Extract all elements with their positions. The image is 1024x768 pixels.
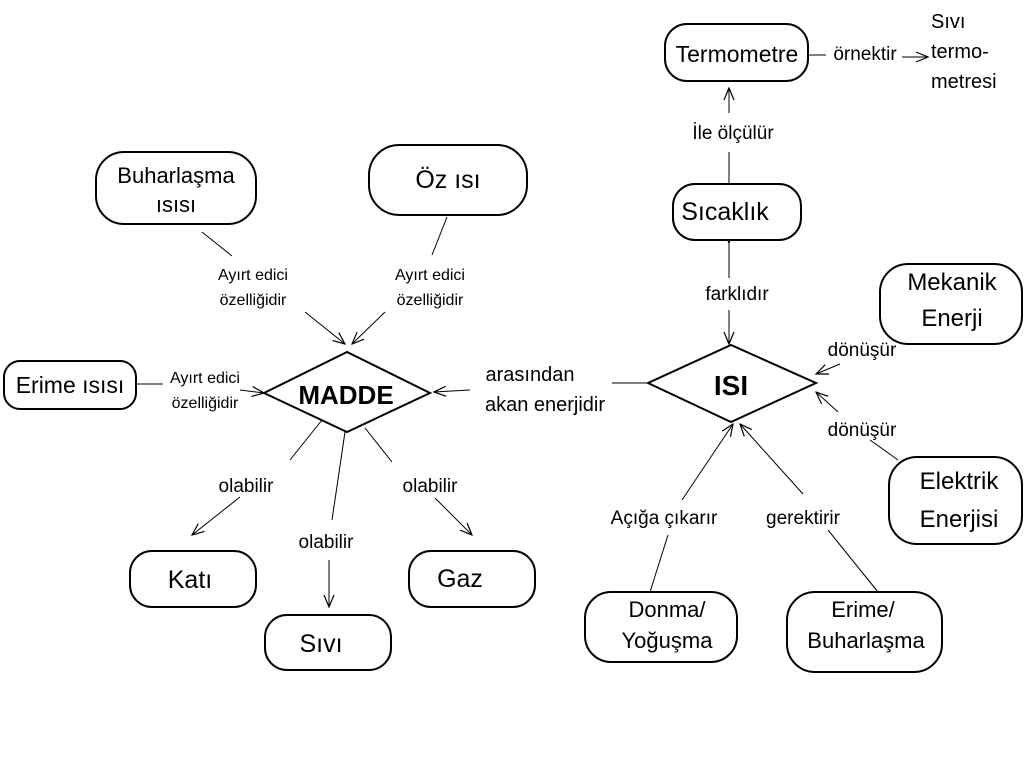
node-mekanik-line1: Mekanik (907, 269, 997, 296)
node-madde: MADDE (261, 350, 433, 434)
arrow-kati (192, 496, 241, 535)
node-gaz-label: Gaz (437, 565, 483, 593)
node-buharlasma-line1: Buharlaşma (117, 163, 235, 188)
label-olabilir-gaz: olabilir (403, 476, 459, 497)
label-ayirt-edici-2-line2: özelliğidir (397, 292, 464, 309)
label-ayirt-edici-2-line1: Ayırt edici (395, 267, 465, 284)
label-ayirt-edici-3-line1: Ayırt edici (170, 370, 240, 387)
label-donusur-1: dönüşür (828, 340, 897, 361)
label-ornektir: örnektir (833, 44, 897, 65)
node-sivi-termometresi: Sıvı termo- metresi (931, 11, 997, 93)
node-mekanik-enerji: Mekanik Enerji (879, 263, 1023, 345)
arrow-mekanik-isi (816, 363, 841, 374)
node-erime-isisi-label: Erime ısısı (16, 372, 125, 398)
node-sivi-label: Sıvı (299, 630, 342, 658)
label-ayirt-edici-1-line2: özelliğidir (220, 292, 287, 309)
connectors (135, 55, 928, 607)
arrow-erime-madde (239, 390, 264, 393)
node-kati-label: Katı (168, 566, 212, 594)
node-sicaklik: Sıcaklık (672, 183, 802, 241)
node-gaz: Gaz (408, 550, 536, 608)
node-termometre: Termometre (664, 23, 809, 82)
label-farklidir: farklıdır (705, 284, 769, 305)
arrow-elektrik-isi (816, 392, 839, 413)
node-isi: ISI (645, 343, 819, 424)
label-donusur-2: dönüşür (828, 420, 897, 441)
node-isi-label: ISI (714, 370, 748, 401)
node-termometre-label: Termometre (676, 41, 799, 67)
node-erime-buhar-line2: Buharlaşma (807, 628, 925, 653)
label-aciga-cikarir: Açığa çıkarır (611, 508, 718, 529)
label-olabilir-sivi: olabilir (299, 532, 355, 553)
arrow-erime-buhar-isi (740, 424, 804, 495)
arrow-donma-isi (681, 424, 733, 501)
connector-elektrik-top (869, 439, 899, 461)
label-arasindan-line1: arasından (486, 364, 575, 386)
arrow-isi-madde (434, 390, 471, 392)
node-oz-isi-label: Öz ısı (415, 166, 480, 194)
connector-madde-sivi (331, 431, 346, 521)
node-buharlasma-isisi: Buharlaşma ısısı (95, 151, 257, 225)
connector-donma (649, 534, 669, 593)
node-erime-isisi: Erime ısısı (3, 360, 137, 410)
node-donma-line1: Donma/ (628, 597, 706, 622)
node-donma-line2: Yoğuşma (622, 628, 714, 653)
label-gerektirir: gerektirir (766, 508, 841, 529)
label-arasindan-line2: akan enerjidir (485, 394, 605, 416)
node-mekanik-line2: Enerji (921, 305, 982, 332)
link-labels: Ayırt edici özelliğidir Ayırt edici özel… (170, 44, 897, 553)
arrow-gaz (434, 497, 472, 535)
node-sicaklik-label: Sıcaklık (681, 198, 769, 226)
node-kati: Katı (129, 550, 257, 608)
arrow-buharlasma-madde (304, 311, 345, 344)
label-ayirt-edici-3-line2: özelliğidir (172, 395, 239, 412)
label-ayirt-edici-1-line1: Ayırt edici (218, 267, 288, 284)
node-elektrik-line1: Elektrik (920, 468, 1000, 495)
connector-oz-isi-top (431, 216, 448, 256)
connector-madde-kati (289, 419, 323, 461)
node-erime-buharlasma: Erime/ Buharlaşma (786, 591, 943, 673)
node-elektrik-enerjisi: Elektrik Enerjisi (888, 456, 1023, 545)
node-buharlasma-line2: ısısı (156, 192, 196, 217)
connector-madde-gaz (364, 427, 393, 463)
node-sivi-termometresi-line3: metresi (931, 71, 997, 93)
node-donma-yogusma: Donma/ Yoğuşma (584, 591, 738, 663)
connector-buharlasma-top (201, 231, 233, 257)
node-sivi-termometresi-line1: Sıvı (931, 11, 965, 33)
arrow-oz-isi-madde (352, 311, 386, 344)
node-elektrik-line2: Enerjisi (920, 506, 999, 533)
node-erime-buhar-line1: Erime/ (831, 597, 895, 622)
node-sivi: Sıvı (264, 614, 392, 671)
node-sivi-termometresi-line2: termo- (931, 41, 989, 63)
node-oz-isi: Öz ısı (368, 144, 528, 216)
label-olabilir-kati: olabilir (219, 476, 275, 497)
connector-erime-buhar (827, 529, 879, 593)
label-ile-olculur: İle ölçülür (692, 123, 774, 144)
node-madde-label: MADDE (298, 380, 393, 410)
